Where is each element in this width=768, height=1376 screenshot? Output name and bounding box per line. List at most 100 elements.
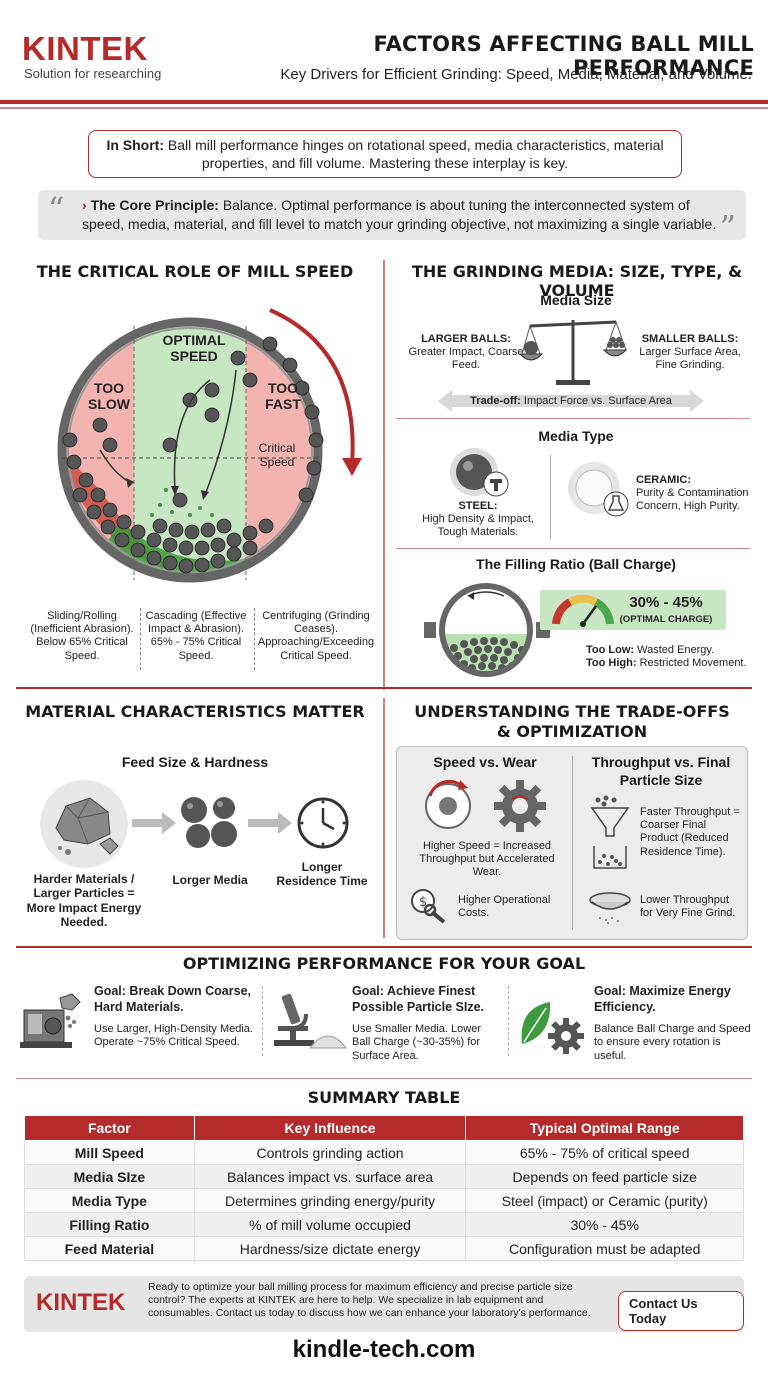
table-cell: Determines grinding energy/purity: [193, 1188, 467, 1213]
cost-wrench-icon: $: [411, 889, 446, 924]
tradeoffs-title-2: & OPTIMIZATION: [496, 722, 648, 741]
ceramic-block: CERAMIC: Purity & Contamination Concern,…: [636, 474, 756, 514]
rock-icon: [40, 780, 128, 868]
arrow-right-icon-2: [248, 812, 292, 834]
media-title: THE GRINDING MEDIA: SIZE, TYPE, & VOLUME: [411, 262, 743, 300]
fill-ratio-diagram: [424, 583, 550, 677]
in-short-text: Ball mill performance hinges on rotation…: [167, 137, 664, 172]
caption-opt: Cascading (Effective Impact & Abrasion).…: [145, 610, 247, 662]
critical-speed-label: Critical Speed: [258, 441, 296, 469]
in-short-box: In Short: Ball mill performance hinges o…: [88, 130, 682, 178]
too-high-text: Restricted Movement.: [639, 657, 747, 670]
table-cell: Media Type: [24, 1188, 195, 1213]
table-header-cell: Factor: [24, 1115, 195, 1141]
goals-title: OPTIMIZING PERFORMANCE FOR YOUR GOAL: [182, 954, 586, 973]
goal-2-text: Use Smaller Media. Lower Ball Charge (~3…: [352, 1023, 481, 1062]
caption-divider-1: [140, 608, 141, 670]
material-caption-1: Harder Materials / Larger Particles = Mo…: [26, 872, 142, 930]
tradeoff-value: Impact Force vs. Surface Area: [523, 395, 672, 407]
speed-vs-wear-title: Speed vs. Wear: [433, 754, 537, 770]
table-header-cell: Typical Optimal Range: [465, 1115, 744, 1141]
goal-2: Goal: Achieve Finest Possible Particle S…: [352, 984, 502, 1063]
smaller-balls-text: Larger Surface Area, Fine Grinding.: [639, 346, 741, 372]
section-rule-3: [16, 1078, 752, 1079]
core-principle-box: “ ” › The Core Principle: Balance. Optim…: [38, 190, 746, 246]
tradeoff-text: Trade-off: Impact Force vs. Surface Area: [446, 395, 696, 408]
arrow-right-icon-1: [132, 812, 176, 834]
contact-us-button[interactable]: Contact Us Today: [618, 1291, 744, 1331]
caption-divider-2: [254, 608, 255, 670]
in-short-label: In Short:: [106, 137, 164, 153]
table-row: Mill Speed Controls grinding action 65% …: [24, 1140, 744, 1165]
footer-text: Ready to optimize your ball milling proc…: [148, 1281, 591, 1320]
svg-text:$: $: [419, 895, 427, 910]
material-sub: Feed Size & Hardness: [121, 754, 269, 770]
fill-notes: Too Low: Wasted Energy. Too High: Restri…: [586, 644, 756, 670]
table-cell: Steel (impact) or Ceramic (purity): [465, 1188, 744, 1213]
table-cell: Controls grinding action: [193, 1140, 467, 1165]
larger-balls-block: LARGER BALLS: Greater Impact, Coarse Fee…: [408, 333, 524, 373]
chevron-right-icon: ›: [82, 197, 87, 213]
table-cell: 65% - 75% of critical speed: [465, 1140, 744, 1165]
speed-vs-wear-cost: Higher Operational Costs.: [458, 894, 551, 920]
media-size-title: Media Size: [540, 292, 612, 308]
header: KINTEK Solution for researching FACTORS …: [0, 0, 768, 109]
section-rule-2: [16, 946, 752, 948]
goal-divider-1: [262, 986, 263, 1056]
fill-optimal: (OPTIMAL CHARGE): [619, 614, 713, 625]
speed-vs-wear-text: Higher Speed = Increased Throughput but …: [419, 840, 555, 879]
table-cell: Depends on feed particle size: [465, 1164, 744, 1189]
footer-cta: KINTEK Ready to optimize your ball milli…: [24, 1276, 744, 1332]
steel-block: STEEL: High Density & Impact, Tough Mate…: [418, 500, 538, 540]
header-rule-thin: [0, 107, 768, 109]
table-cell: Configuration must be adapted: [465, 1236, 744, 1261]
balance-scale-icon: [518, 320, 628, 385]
sieve-icon: [589, 892, 631, 924]
microscope-icon: [274, 993, 348, 1049]
gauge-icon: [552, 593, 614, 627]
too-low-label: Too Low:: [586, 644, 635, 656]
summary-title: SUMMARY TABLE: [307, 1088, 461, 1107]
table-row: Filling Ratio % of mill volume occupied …: [24, 1212, 744, 1237]
table-header-cell: Key Influence: [193, 1115, 467, 1141]
core-text: Balance. Optimal performance is about tu…: [82, 197, 717, 232]
center-divider-2: [383, 698, 385, 938]
too-high-label: Too High:: [586, 657, 637, 670]
center-divider-1: [383, 260, 385, 690]
mill-speed-diagram: [57, 308, 362, 583]
table-cell: % of mill volume occupied: [193, 1212, 467, 1237]
material-caption-2: Lorger Media: [172, 873, 248, 887]
table-row: Media SIze Balances impact vs. surface a…: [24, 1164, 744, 1189]
table-header-row: Factor Key Influence Typical Optimal Ran…: [24, 1115, 744, 1141]
media-rule-2: [396, 548, 750, 549]
quote-close-icon: ”: [719, 208, 736, 246]
goal-3-text: Balance Ball Charge and Speed to ensure …: [594, 1023, 751, 1062]
zone-too-slow: TOO SLOW: [88, 380, 130, 413]
larger-balls-label: LARGER BALLS:: [421, 333, 511, 345]
ceramic-text: Purity & Contamination Concern, High Pur…: [636, 487, 749, 513]
crusher-icon: [20, 993, 81, 1048]
zone-too-fast: TOO FAST: [265, 380, 301, 413]
table-cell: Feed Material: [24, 1236, 195, 1261]
tradeoffs-title-1: UNDERSTANDING THE TRADE-OFFS: [414, 702, 730, 721]
larger-balls-text: Greater Impact, Coarse Feed.: [408, 346, 524, 372]
caption-fast: Centrifuging (Grinding Ceases). Approach…: [257, 610, 375, 662]
brand-tagline: Solution for researching: [24, 66, 162, 81]
goal-1-text: Use Larger, High-Density Media. Operate …: [94, 1023, 253, 1049]
ceramic-ball-icon: [568, 462, 629, 517]
tradeoffs-panel-divider: [572, 756, 573, 930]
summary-table: Factor Key Influence Typical Optimal Ran…: [24, 1115, 744, 1261]
table-row: Media Type Determines grinding energy/pu…: [24, 1188, 744, 1213]
smaller-balls-label: SMALLER BALLS:: [641, 333, 739, 345]
goal-3-title: Goal: Maximize Energy Efficiency.: [594, 984, 731, 1014]
media-rule-1: [396, 418, 750, 419]
throughput-text-1: Faster Throughput = Coarser Final Produc…: [640, 806, 740, 858]
clock-icon: [297, 797, 349, 849]
core-label: The Core Principle:: [90, 197, 219, 213]
page-title: FACTORS AFFECTING BALL MILL PERFORMANCE: [373, 32, 754, 80]
material-title: MATERIAL CHARACTERISTICS MATTER: [25, 702, 365, 721]
footer-url[interactable]: kindle-tech.com: [292, 1336, 476, 1363]
steel-ball-icon: [450, 448, 509, 497]
speed-title: THE CRITICAL ROLE OF MILL SPEED: [36, 262, 354, 281]
zone-optimal: OPTIMAL SPEED: [162, 332, 226, 365]
